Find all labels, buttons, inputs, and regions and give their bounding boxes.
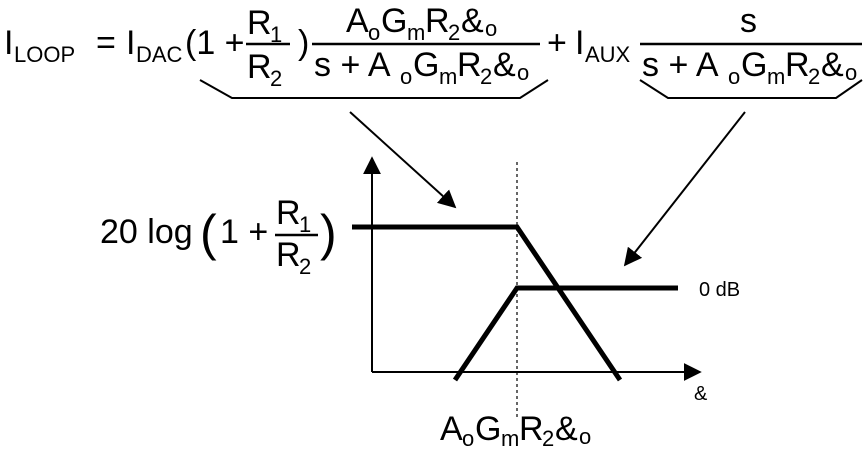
- open-paren-term: (1 +: [185, 24, 245, 62]
- svg-text:s + A: s + A: [314, 46, 391, 84]
- frac2-denominator: s + A o G m R 2 & o: [314, 46, 529, 89]
- gain-open-paren: (: [200, 205, 217, 261]
- highpass-response-curve: [452, 285, 678, 382]
- svg-text:2: 2: [542, 426, 554, 447]
- svg-text:o: o: [845, 60, 857, 85]
- svg-text:&: &: [493, 46, 516, 84]
- frac1-num-r: R: [247, 4, 272, 42]
- svg-text:o: o: [579, 424, 591, 447]
- close-paren: ): [298, 24, 309, 62]
- frac1-num-sub: 1: [270, 22, 282, 47]
- svg-text:m: m: [767, 64, 785, 89]
- idac-subscript: DAC: [136, 42, 183, 67]
- svg-text:2: 2: [808, 64, 820, 89]
- idac-i: I: [126, 24, 135, 62]
- lowpass-pointer-arrow: [349, 111, 457, 209]
- iaux-i: I: [575, 24, 584, 62]
- gain-label-prefix: 20 log: [100, 213, 193, 251]
- left-underbrace: [199, 79, 549, 99]
- lhs-subscript: LOOP: [14, 42, 75, 67]
- svg-text:G: G: [413, 46, 439, 84]
- svg-text:o: o: [400, 64, 412, 89]
- svg-text:2: 2: [480, 64, 492, 89]
- svg-text:R: R: [519, 410, 544, 447]
- gain-frac-num-sub: 1: [299, 212, 311, 237]
- svg-text:A: A: [440, 410, 463, 447]
- svg-text:&: &: [821, 46, 844, 84]
- svg-text:R: R: [457, 46, 482, 84]
- bode-plot: 20 log ( 1 + R 1 R 2 ) 0 dB & A o G m R …: [100, 156, 740, 451]
- lowpass-response-curve: [352, 224, 623, 382]
- svg-text:o: o: [462, 426, 474, 447]
- gain-label-inner: 1 +: [220, 213, 268, 251]
- svg-text:R: R: [425, 2, 450, 40]
- svg-text:&: &: [461, 2, 484, 40]
- svg-text:G: G: [741, 46, 767, 84]
- gain-close-paren: ): [320, 205, 337, 261]
- iaux-subscript: AUX: [585, 42, 631, 67]
- corner-frequency-label: A o G m R 2 & o: [440, 410, 591, 451]
- highpass-pointer-arrow: [623, 111, 746, 267]
- svg-text:R: R: [785, 46, 810, 84]
- gain-frac-den-r: R: [276, 236, 301, 274]
- svg-text:A: A: [346, 2, 369, 40]
- frac3-denominator: s + A o G m R 2 & o: [642, 46, 857, 89]
- plus-sign: +: [547, 24, 567, 62]
- equals-sign: =: [96, 24, 116, 62]
- right-underbrace: [639, 79, 863, 99]
- svg-text:o: o: [517, 60, 529, 85]
- svg-text:m: m: [407, 20, 425, 45]
- frac3-numerator: s: [740, 2, 757, 40]
- svg-text:2: 2: [448, 20, 460, 45]
- svg-text:o: o: [485, 16, 497, 41]
- svg-text:o: o: [368, 20, 380, 45]
- frac2-numerator: A o G m R 2 & o: [346, 2, 497, 45]
- gain-frac-num-r: R: [276, 194, 301, 232]
- svg-text:&: &: [555, 410, 578, 447]
- frac1-den-r: R: [247, 48, 272, 86]
- svg-text:o: o: [728, 64, 740, 89]
- svg-text:m: m: [501, 426, 519, 447]
- frac1-den-sub: 2: [270, 66, 282, 91]
- svg-text:m: m: [439, 64, 457, 89]
- gain-frac-den-sub: 2: [299, 254, 311, 279]
- lhs-i: I: [4, 24, 13, 62]
- zero-db-label: 0 dB: [699, 279, 740, 301]
- x-axis-label: &: [694, 383, 708, 405]
- gain-label: 20 log ( 1 + R 1 R 2 ): [100, 194, 337, 279]
- loop-current-equation: I LOOP = I DAC (1 + R 1 R 2 ) A o G m R …: [4, 2, 862, 91]
- svg-text:s + A: s + A: [642, 46, 719, 84]
- svg-text:G: G: [381, 2, 407, 40]
- svg-text:G: G: [475, 410, 501, 447]
